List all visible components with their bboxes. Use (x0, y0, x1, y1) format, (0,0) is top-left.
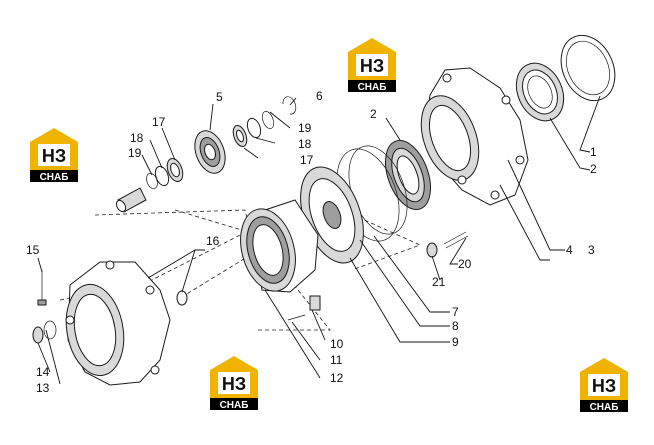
leader-lines (37, 95, 601, 385)
watermark-logo: НЗ СНАБ (580, 358, 628, 413)
callout-12: 12 (330, 371, 344, 385)
callout-18-right: 18 (298, 137, 312, 151)
callout-4: 4 (566, 243, 573, 257)
part-17-needle-bearing-right (232, 124, 248, 148)
part-3-hub-housing (420, 67, 529, 206)
cover-housing (65, 260, 171, 386)
part-11-bolt (287, 314, 306, 321)
part-5-sun-gear (194, 130, 226, 174)
svg-text:СНАБ: СНАБ (40, 172, 69, 183)
svg-text:СНАБ: СНАБ (590, 402, 619, 413)
part-15-screw (37, 270, 47, 306)
callout-7: 7 (452, 305, 459, 319)
svg-text:НЗ: НЗ (42, 146, 66, 166)
watermark-logo: НЗ СНАБ (210, 356, 258, 411)
part-19-washer-left (146, 172, 158, 190)
part-6-snap-ring (282, 96, 297, 115)
callout-19-left: 19 (128, 146, 142, 160)
svg-text:СНАБ: СНАБ (358, 82, 387, 93)
part-14-plug (32, 326, 44, 344)
part-13-seal-washer (43, 320, 57, 340)
callout-labels: 1 2 2 3 4 5 6 7 8 9 10 11 12 13 14 15 16… (26, 89, 597, 395)
part-12-ring-gear (240, 199, 319, 293)
callout-21: 21 (432, 275, 446, 289)
callout-15: 15 (26, 243, 40, 257)
watermark-logo: НЗ СНАБ (348, 38, 396, 93)
callout-14: 14 (36, 365, 50, 379)
callout-5: 5 (216, 90, 223, 104)
part-19-washer-right (262, 111, 274, 129)
part-16-pin-washer (176, 290, 188, 306)
callout-19-right: 19 (298, 121, 312, 135)
part-20-stud (443, 231, 469, 249)
part-18-washer-right (246, 117, 262, 139)
part-10-spacer (309, 295, 321, 311)
watermark-logo: НЗ СНАБ (30, 128, 78, 183)
callout-8: 8 (452, 319, 459, 333)
svg-text:НЗ: НЗ (592, 376, 616, 396)
part-17-needle-bearing-left (166, 157, 184, 183)
callout-2-right: 2 (590, 162, 597, 176)
callout-2-middle: 2 (370, 107, 377, 121)
callout-18-left: 18 (130, 131, 144, 145)
part-1-seal-ring (560, 34, 616, 102)
callout-6: 6 (316, 89, 323, 103)
svg-text:НЗ: НЗ (222, 374, 246, 394)
callout-3: 3 (588, 243, 595, 257)
part-21-nut (426, 242, 438, 258)
callout-16: 16 (206, 234, 220, 248)
svg-text:СНАБ: СНАБ (220, 400, 249, 411)
callout-17-right: 17 (300, 153, 314, 167)
callout-13: 13 (36, 381, 50, 395)
callout-17-left: 17 (152, 115, 166, 129)
callout-10: 10 (330, 337, 344, 351)
part-16-planet-pin (115, 187, 147, 213)
callout-20: 20 (458, 257, 472, 271)
callout-11: 11 (330, 353, 343, 367)
part-2-bearing (515, 62, 565, 122)
callout-9: 9 (452, 335, 459, 349)
callout-1: 1 (590, 145, 597, 159)
svg-text:НЗ: НЗ (360, 56, 384, 76)
